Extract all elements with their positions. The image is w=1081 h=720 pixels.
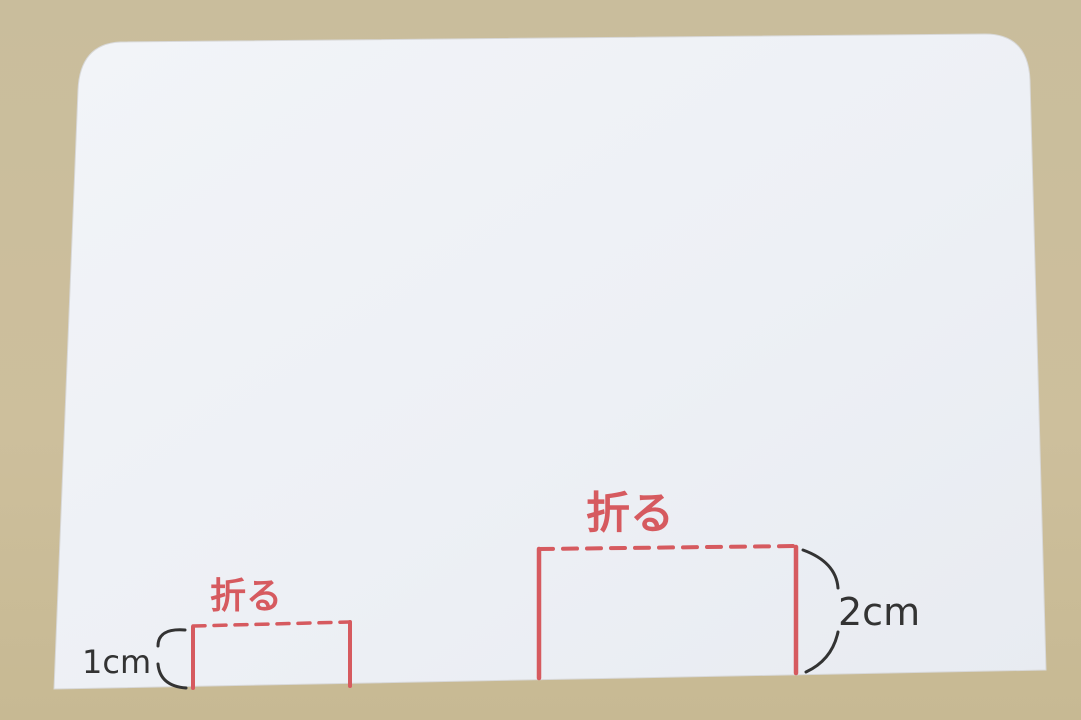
large-flap: 折る 2cm [536, 488, 920, 681]
large-flap-fold-label: 折る [586, 488, 674, 539]
small-flap-measure-bracket [156, 628, 188, 690]
small-flap-measure-label: 1cm [82, 643, 151, 681]
paper-card [53, 33, 1047, 690]
large-flap-measure-label: 2cm [838, 590, 920, 634]
small-flap: 折る 1cm [82, 576, 352, 690]
large-flap-fold-line [537, 544, 798, 551]
small-flap-fold-label: 折る [210, 576, 282, 617]
large-flap-measure-bracket [801, 548, 840, 674]
small-flap-fold-line [191, 620, 352, 628]
